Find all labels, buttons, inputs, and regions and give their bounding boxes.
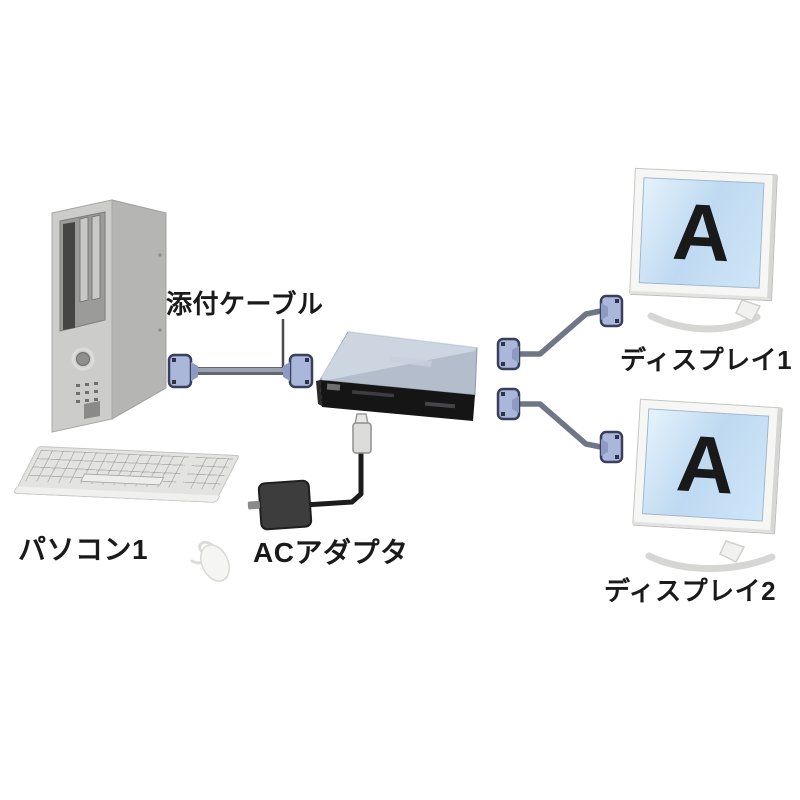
ac-adapter-icon bbox=[247, 413, 372, 531]
splitter-device-icon bbox=[316, 331, 478, 421]
cable-connector-icon bbox=[283, 353, 314, 389]
dc-plug-icon bbox=[352, 413, 372, 454]
cable-connector-icon bbox=[167, 353, 198, 389]
display2-icon: A bbox=[632, 398, 782, 534]
attached-cable-icon bbox=[167, 353, 314, 389]
display1-stand-icon bbox=[647, 299, 762, 333]
display1-icon: A bbox=[629, 167, 777, 301]
adapter-box-icon bbox=[247, 479, 313, 531]
display2-screen: A bbox=[641, 408, 770, 522]
cable-connector-icon bbox=[496, 337, 521, 371]
display2-label: ディスプレイ2 bbox=[604, 576, 777, 606]
display2-stand-icon bbox=[645, 540, 776, 572]
display1-screen-letter: A bbox=[670, 186, 733, 279]
cable-connector-icon bbox=[599, 430, 624, 464]
output-cable-1-icon bbox=[496, 294, 624, 371]
output-cable-2-icon bbox=[496, 387, 624, 464]
display1-screen: A bbox=[638, 177, 765, 289]
keyboard-icon bbox=[16, 446, 240, 498]
cable-connector-icon bbox=[496, 387, 521, 421]
ac-adapter-label: ACアダプタ bbox=[253, 537, 409, 568]
pc-tower-icon bbox=[51, 199, 167, 433]
display2-screen-letter: A bbox=[674, 418, 738, 511]
pc-label: パソコン1 bbox=[18, 534, 149, 565]
cable-connector-icon bbox=[599, 294, 624, 328]
attached-cable-label: 添付ケーブル bbox=[166, 289, 324, 319]
display1-label: ディスプレイ1 bbox=[620, 345, 793, 375]
mouse-icon bbox=[190, 540, 231, 582]
